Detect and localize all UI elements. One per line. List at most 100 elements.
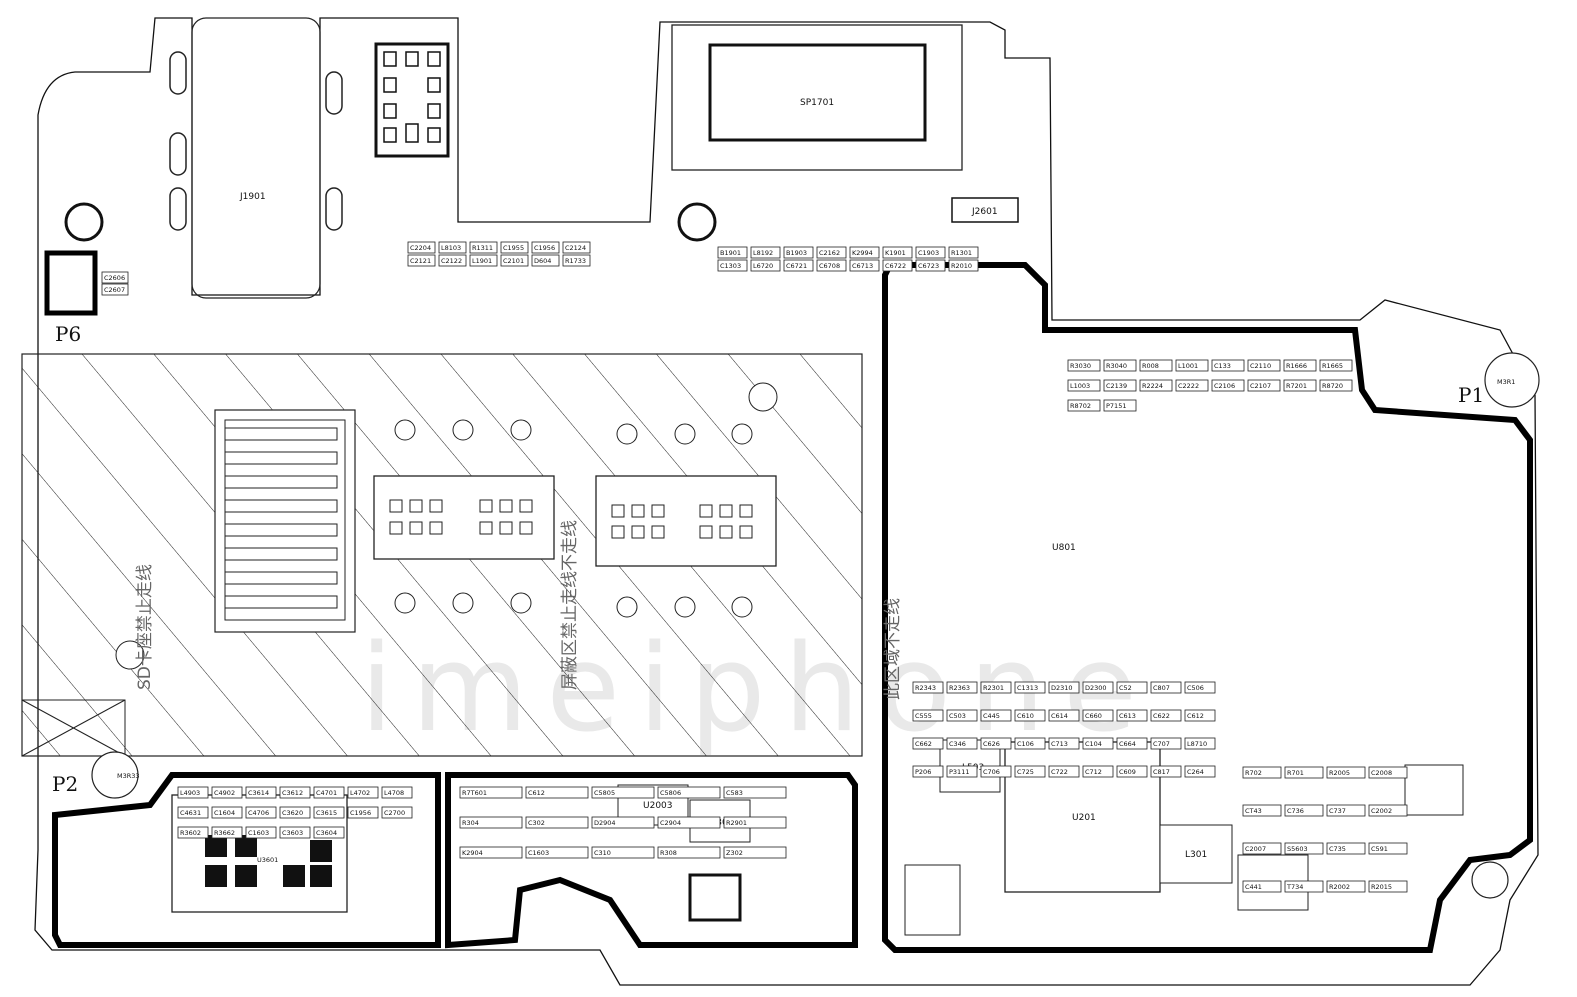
component-label: C2162: [819, 249, 840, 257]
component-c104: C104: [1082, 737, 1114, 750]
component-label: C2106: [1214, 382, 1235, 390]
component-c264: C264: [1184, 765, 1216, 778]
component-label: P7151: [1106, 402, 1126, 410]
component-label: C3620: [282, 809, 303, 817]
component-label: C1603: [248, 829, 269, 837]
component-z302: Z302: [723, 846, 787, 859]
component-c441: C441: [1242, 880, 1282, 893]
component-r7201: R7201: [1283, 379, 1317, 392]
component-r2002: R2002: [1326, 880, 1366, 893]
component-label: C817: [1153, 768, 1170, 776]
component-label: C2124: [565, 244, 586, 252]
component-label: L8103: [441, 244, 461, 252]
component-label: L4903: [180, 789, 200, 797]
component-r1666: R1666: [1283, 359, 1317, 372]
component-c4902: C4902: [211, 786, 243, 799]
component-label: C264: [1187, 768, 1204, 776]
component-c706: C706: [980, 765, 1012, 778]
u3601-label: U3601: [257, 856, 278, 864]
component-c6722: C6722: [882, 259, 913, 272]
component-d2904: D2904: [591, 816, 655, 829]
component-label: S5603: [1287, 845, 1308, 853]
component-label: C506: [1187, 684, 1204, 692]
component-label: C2110: [1250, 362, 1271, 370]
component-label: C2222: [1178, 382, 1199, 390]
component-label: C1903: [918, 249, 939, 257]
component-c445: C445: [980, 709, 1012, 722]
component-label: C104: [1085, 740, 1102, 748]
component-r2343: R2343: [912, 681, 944, 694]
component-c662: C662: [912, 737, 944, 750]
component-label: C5805: [594, 789, 615, 797]
component-label: C610: [1017, 712, 1034, 720]
component-c346: C346: [946, 737, 978, 750]
annotation-noroute: 此区域不走线: [883, 598, 903, 700]
component-c5806: C5806: [657, 786, 721, 799]
shield-bottom-middle: [445, 772, 858, 949]
component-label: C2122: [441, 257, 462, 265]
component-label: L1003: [1070, 382, 1090, 390]
component-r8702: R8702: [1067, 399, 1101, 412]
component-r3602: R3602: [177, 826, 209, 839]
component-c6723: C6723: [915, 259, 946, 272]
component-c722: C722: [1048, 765, 1080, 778]
component-b1903: B1903: [783, 246, 814, 259]
component-label: C2002: [1371, 807, 1392, 815]
component-label: C4902: [214, 789, 235, 797]
component-c2007: C2007: [1242, 842, 1282, 855]
u801-label: U801: [1052, 543, 1076, 553]
component-c612: C612: [525, 786, 589, 799]
component-label: C52: [1119, 684, 1132, 692]
component-label: R308: [660, 849, 677, 857]
component-label: C2606: [104, 274, 125, 282]
component-c503: C503: [946, 709, 978, 722]
board-outline: [34, 17, 1539, 986]
component-label: C707: [1153, 740, 1170, 748]
component-c735: C735: [1326, 842, 1366, 855]
component-label: R702: [1245, 769, 1262, 777]
component-r8720: R8720: [1319, 379, 1353, 392]
component-label: C662: [915, 740, 932, 748]
component-c1956: C1956: [347, 806, 379, 819]
component-l1003: L1003: [1067, 379, 1101, 392]
component-label: C706: [983, 768, 1000, 776]
component-l1901: L1901: [469, 254, 498, 267]
component-c106: C106: [1014, 737, 1046, 750]
component-r2005: R2005: [1326, 766, 1366, 779]
component-label: C106: [1017, 740, 1034, 748]
component-label: C713: [1051, 740, 1068, 748]
component-label: P206: [915, 768, 931, 776]
component-c583: C583: [723, 786, 787, 799]
component-label: C1956: [534, 244, 555, 252]
component-label: B1903: [786, 249, 807, 257]
component-c713: C713: [1048, 737, 1080, 750]
component-c2107: C2107: [1247, 379, 1281, 392]
sp1701-label: SP1701: [800, 98, 834, 108]
component-label: R2002: [1329, 883, 1350, 891]
component-label: C626: [983, 740, 1000, 748]
component-label: R008: [1142, 362, 1159, 370]
component-c4706: C4706: [245, 806, 277, 819]
component-label: C735: [1329, 845, 1346, 853]
component-r2363: R2363: [946, 681, 978, 694]
component-label: K1901: [885, 249, 906, 257]
component-label: CT43: [1245, 807, 1262, 815]
component-label: R3040: [1106, 362, 1127, 370]
component-c555: C555: [912, 709, 944, 722]
component-p206: P206: [912, 765, 944, 778]
r304-label: U2003: [643, 801, 673, 811]
component-c736: C736: [1284, 804, 1324, 817]
component-c2121: C2121: [407, 254, 436, 267]
component-label: C3612: [282, 789, 303, 797]
component-label: C2700: [384, 809, 405, 817]
component-label: R3030: [1070, 362, 1091, 370]
component-r304: R304: [459, 816, 523, 829]
component-label: B1901: [720, 249, 741, 257]
component-l4708: L4708: [381, 786, 413, 799]
component-c2106: C2106: [1211, 379, 1245, 392]
component-label: C722: [1051, 768, 1068, 776]
component-s5603: S5603: [1284, 842, 1324, 855]
component-label: C737: [1329, 807, 1346, 815]
component-label: C1604: [214, 809, 235, 817]
component-label: L6720: [753, 262, 773, 270]
